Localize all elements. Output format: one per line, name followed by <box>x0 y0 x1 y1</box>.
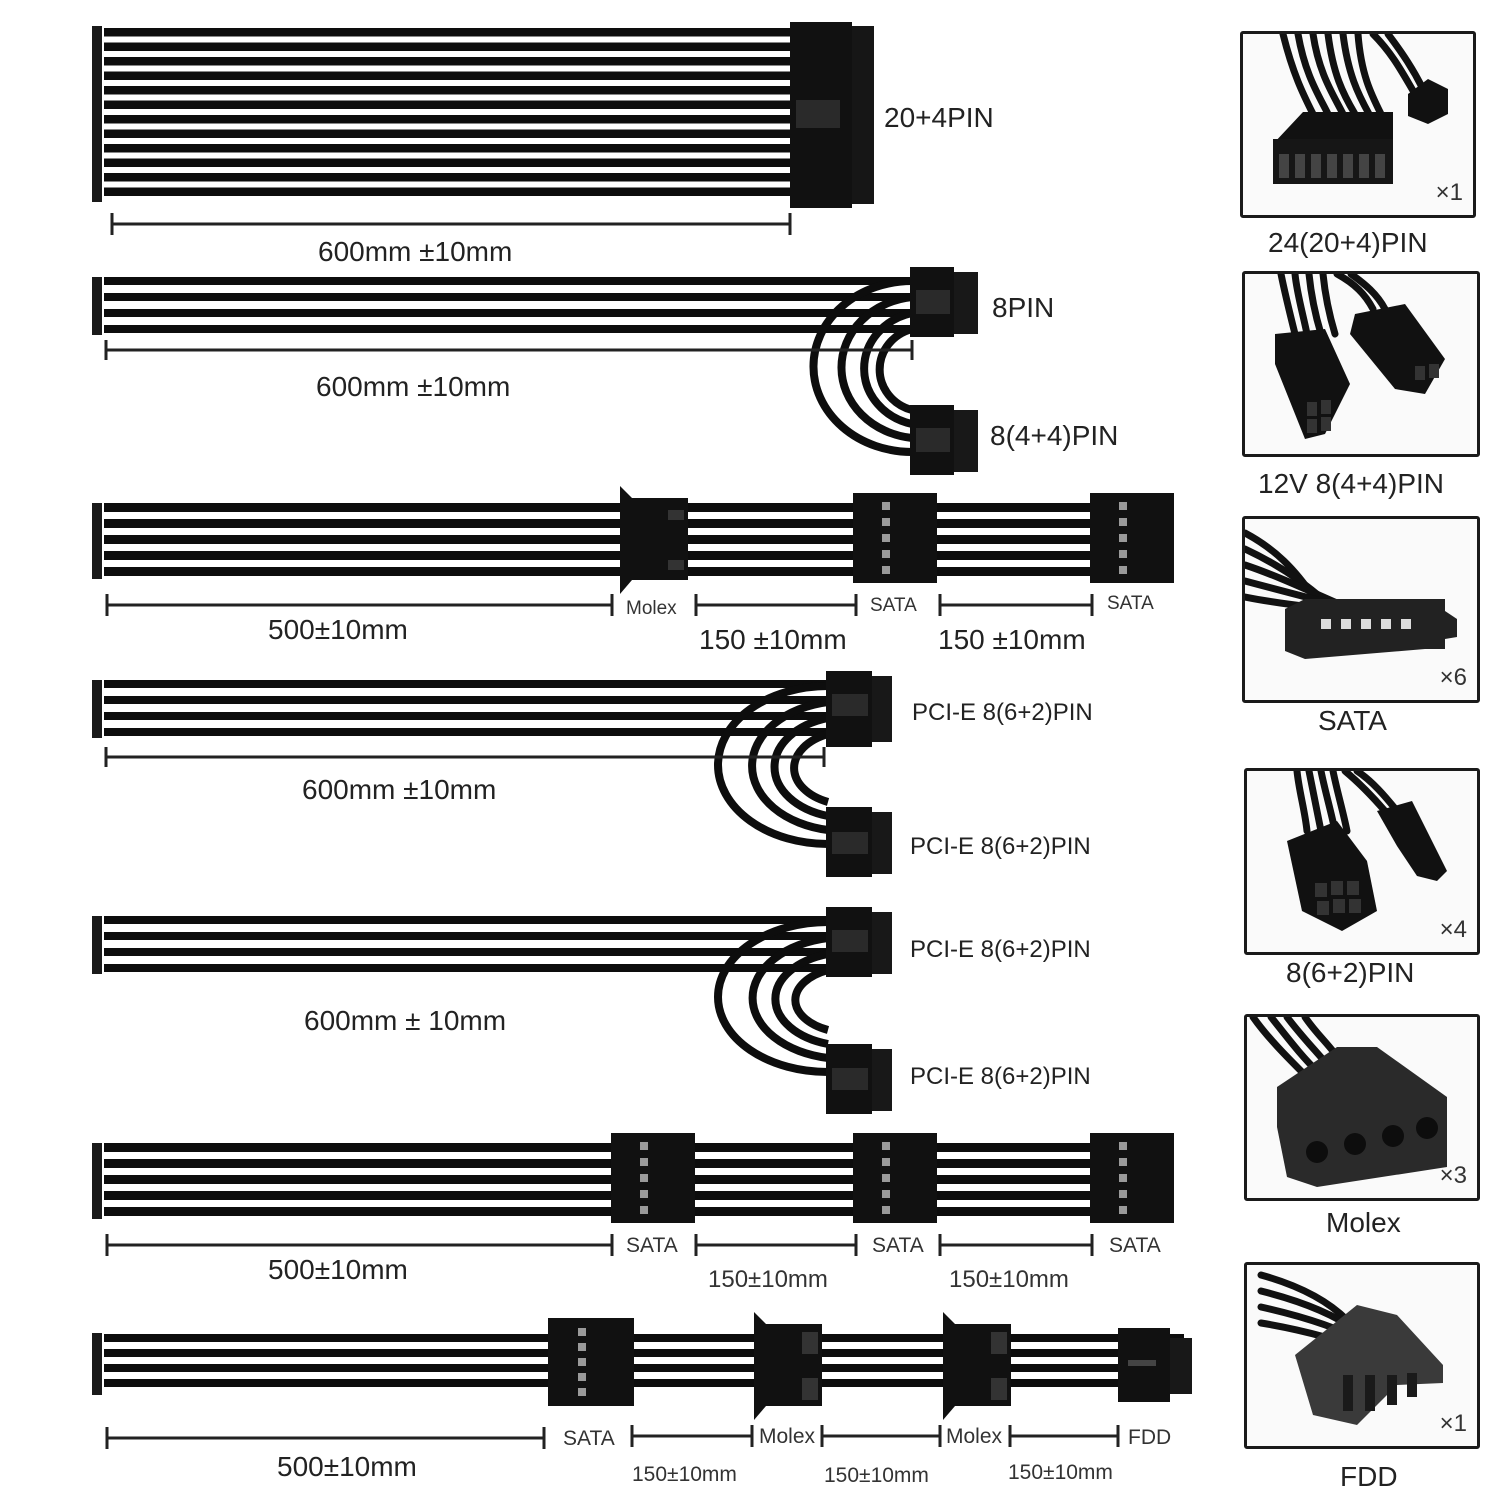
atx-wire <box>104 187 794 196</box>
atx-caption: 24(20+4)PIN <box>1268 227 1428 258</box>
atx-wire <box>104 42 794 51</box>
mixed-seg4-label: 150±10mm <box>1008 1461 1113 1484</box>
cable-sata-molex <box>92 486 1174 616</box>
sata-triple-tag1: SATA <box>626 1234 678 1257</box>
panel-fdd: ×1 <box>1244 1262 1480 1449</box>
atx-wire <box>104 158 794 167</box>
pcie-connector-photo-icon <box>1287 771 1447 931</box>
atx-wire <box>104 86 794 95</box>
atx-wire <box>104 71 794 80</box>
panel-pcie: ×4 <box>1244 768 1480 955</box>
pcie2-connector-b-label: PCI-E 8(6+2)PIN <box>910 1063 1091 1090</box>
pcie2-connector-a-label: PCI-E 8(6+2)PIN <box>910 936 1091 963</box>
mixed-seg3-label: 150±10mm <box>824 1464 929 1487</box>
atx-qty: ×1 <box>1435 179 1463 206</box>
cpu-44pin-label: 8(4+4)PIN <box>990 420 1119 451</box>
atx-wire <box>104 173 794 182</box>
fdd-qty: ×1 <box>1439 1410 1467 1437</box>
pcie1-connector-a-label: PCI-E 8(6+2)PIN <box>912 699 1093 726</box>
atx-wire <box>104 144 794 153</box>
atx-wire <box>104 28 794 37</box>
sata-molex-tag-sata2: SATA <box>1107 593 1154 614</box>
cable-atx <box>92 22 874 235</box>
molex-qty: ×3 <box>1439 1162 1467 1189</box>
sata-triple-seg3-label: 150±10mm <box>949 1266 1069 1293</box>
panel-cpu <box>1242 271 1480 457</box>
cpu-length-label: 600mm ±10mm <box>316 371 511 402</box>
panel-molex: ×3 <box>1244 1014 1480 1201</box>
sata-triple-tag3: SATA <box>1109 1234 1161 1257</box>
mixed-tag-fdd: FDD <box>1128 1426 1172 1449</box>
fdd-caption: FDD <box>1340 1461 1398 1492</box>
cpu-caption: 12V 8(4+4)PIN <box>1258 468 1444 499</box>
molex-caption: Molex <box>1326 1207 1401 1238</box>
mixed-tag-molex1: Molex <box>759 1425 816 1448</box>
pcie-caption: 8(6+2)PIN <box>1286 957 1415 988</box>
pcie1-length-label: 600mm ±10mm <box>302 774 497 805</box>
sata-molex-seg1-label: 500±10mm <box>268 614 408 645</box>
sata-molex-tag-sata1: SATA <box>870 595 917 616</box>
sata-molex-tag-molex: Molex <box>626 598 677 619</box>
mixed-tag-molex2: Molex <box>946 1425 1003 1448</box>
atx-connector-label: 20+4PIN <box>884 102 994 133</box>
atx-wire <box>104 129 794 138</box>
cable-pcie-1 <box>92 671 892 877</box>
atx-wire <box>104 57 794 66</box>
sata-connector-photo-icon <box>1245 529 1457 659</box>
atx-wire <box>104 115 794 124</box>
sata-molex-seg3-label: 150 ±10mm <box>938 624 1086 655</box>
panel-sata: ×6 <box>1242 516 1480 703</box>
cable-mixed <box>92 1312 1192 1449</box>
pcie-qty: ×4 <box>1439 916 1467 943</box>
sata-qty: ×6 <box>1439 664 1467 691</box>
panel-atx: ×1 <box>1240 31 1476 218</box>
cpu-8pin-label: 8PIN <box>992 292 1055 323</box>
sata-molex-seg2-label: 150 ±10mm <box>699 624 847 655</box>
atx-connector-photo-icon <box>1273 34 1448 184</box>
mixed-seg2-label: 150±10mm <box>632 1463 737 1486</box>
atx-wire <box>104 100 794 109</box>
cable-sata-triple <box>92 1133 1174 1256</box>
molex-connector-photo-icon <box>1249 1017 1447 1187</box>
cable-pcie-2 <box>92 907 892 1114</box>
sata-triple-seg1-label: 500±10mm <box>268 1254 408 1285</box>
cpu-connector-photo-icon <box>1275 274 1445 439</box>
sata-triple-tag2: SATA <box>872 1234 924 1257</box>
sata-caption: SATA <box>1318 705 1387 736</box>
pcie2-length-label: 600mm ± 10mm <box>304 1005 507 1036</box>
atx-length-label: 600mm ±10mm <box>318 236 513 267</box>
sata-triple-seg2-label: 150±10mm <box>708 1266 828 1293</box>
fdd-connector-photo-icon <box>1257 1271 1443 1425</box>
mixed-seg1-label: 500±10mm <box>277 1451 417 1482</box>
mixed-tag-sata: SATA <box>563 1427 615 1450</box>
pcie1-connector-b-label: PCI-E 8(6+2)PIN <box>910 833 1091 860</box>
cable-cpu <box>92 267 978 475</box>
